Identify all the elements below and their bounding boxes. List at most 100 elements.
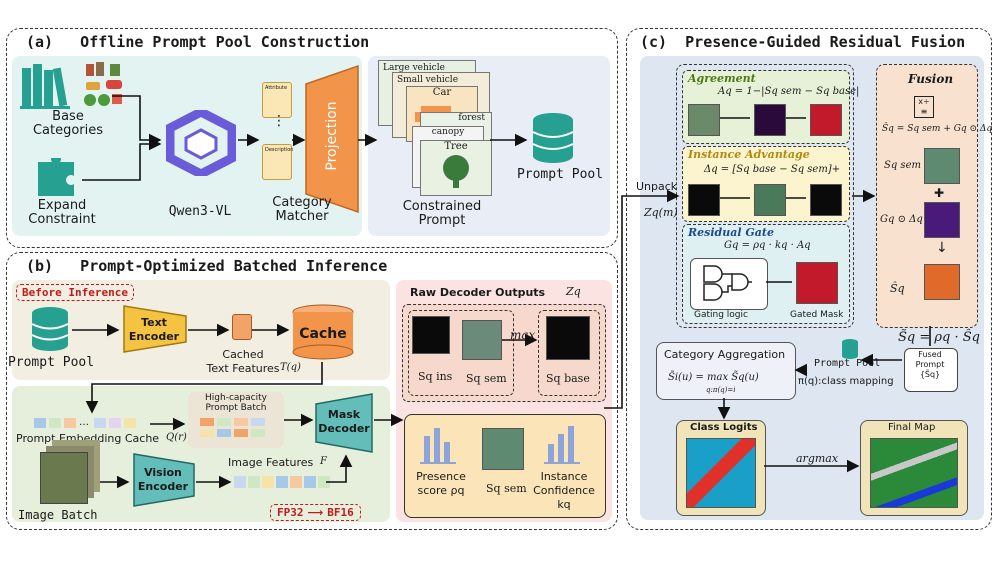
argmax-label: argmax [796, 452, 839, 465]
ssem-label: Sq sem [466, 372, 507, 385]
f-label: F [320, 456, 327, 467]
puzzle-icon [38, 158, 74, 196]
doc-attribute-label: Attribute [265, 85, 288, 91]
doc-description: Description [262, 144, 294, 180]
image-batch-label: Image Batch [18, 508, 98, 522]
projection-label: Projection [324, 101, 340, 171]
fused-prompt-box [904, 348, 958, 392]
text-encoder-label: Text Encoder [128, 316, 180, 343]
precision-arrow-icon: ⟶ [307, 506, 324, 519]
logic-gate-icon [703, 265, 752, 301]
doc-description-label: Description [265, 147, 294, 153]
prompt-pool-label-a: Prompt Pool [516, 167, 604, 182]
panel-b-title: (b) Prompt-Optimized Batched Inference [26, 257, 388, 275]
category-aggregation-box [656, 342, 796, 400]
database-icon [532, 113, 574, 163]
unpack-label: Unpack [636, 180, 678, 193]
fusion-shat-img [924, 264, 960, 300]
class-logits-title: Class Logits [690, 422, 758, 433]
presence-score-label: Presence score ρq [416, 470, 466, 497]
cache-cylinder [292, 304, 354, 360]
fused-prompt-label: Fused Prompt {S̃q} [915, 350, 945, 379]
image-batch-stack [40, 452, 88, 504]
gating-logic-box [690, 258, 768, 310]
expand-constraint-label: Expand Constraint [28, 198, 96, 227]
doc-ellipsis: ⋮ [272, 113, 286, 129]
prompt-card-text: Car [432, 87, 452, 98]
prompt-pool-label-b: Prompt Pool [7, 355, 95, 370]
prompt-pool-label-c: Prompt Pool [814, 358, 881, 369]
category-matcher-label: Category Matcher [272, 195, 332, 224]
instance-advantage-equation: Δq = [Sq base − Sq sem]+ [704, 164, 841, 175]
prompt-batch-grid [200, 418, 265, 437]
prompt-card-tree: Tree [420, 140, 492, 196]
bar-chart-icon [544, 426, 580, 464]
fusion-title: Fusion [908, 72, 954, 86]
raw-decoder-outputs-label: Raw Decoder Outputs [410, 286, 546, 299]
projection-block [305, 64, 359, 214]
ssem-label-2: Sq sem [486, 482, 527, 495]
max-label: max [510, 328, 536, 342]
text-encoder-block [123, 305, 187, 353]
fusion-ssem-label: Sq sem [884, 160, 921, 171]
instance-advantage-title: Instance Advantage [688, 148, 810, 161]
vision-encoder-block [133, 453, 195, 507]
sins-mask [412, 316, 450, 354]
fp32-label: FP32 [277, 506, 304, 519]
fusion-gdelta-img [924, 202, 960, 238]
gated-mask-label: Gated Mask [790, 310, 844, 320]
panel-a [6, 28, 618, 248]
agreement-title: Agreement [688, 72, 756, 85]
prompt-card-text: Small vehicle [397, 75, 459, 85]
panel-c-title: (c) Presence-Guided Residual Fusion [640, 33, 966, 51]
high-capacity-label: High-capacity Prompt Batch [205, 393, 267, 413]
sins-label: Sq ins [418, 370, 453, 383]
constrained-prompt-label: Constrained Prompt [402, 199, 482, 228]
cache-label: Cache [299, 326, 347, 342]
precision-tag: FP32 ⟶ BF16 [270, 504, 361, 521]
sins-group [408, 310, 514, 396]
zq-label: Zq [566, 285, 581, 298]
qr-label: Q(r) [166, 432, 187, 443]
sbase-mask [546, 316, 590, 360]
prompt-card-text: canopy [431, 127, 465, 137]
agreement-img-2 [754, 104, 786, 136]
tree-icon [443, 155, 469, 188]
doc-attribute: Attribute [262, 82, 292, 118]
agreement-img-1 [688, 104, 720, 136]
embedding-row: … [34, 418, 136, 428]
plus-icon: ✚ [934, 186, 945, 200]
category-icons [84, 62, 122, 106]
category-aggregation-title: Category Aggregation [664, 348, 786, 361]
fusion-ssem-img [924, 148, 960, 184]
books-icon [20, 64, 70, 109]
agreement-img-3 [810, 104, 842, 136]
instance-img-1 [688, 184, 720, 216]
qwen-label: Qwen3-VL [168, 204, 232, 219]
final-map-img [870, 438, 958, 508]
feature-tokens [234, 476, 330, 488]
vision-encoder-label: Vision Encoder [137, 466, 189, 493]
instance-img-3 [810, 184, 842, 216]
aggregation-equation: S̃i(u) = max S̃q(u) [668, 372, 759, 383]
down-arrow-icon: ↓ [936, 240, 948, 256]
database-icon [31, 307, 69, 351]
sbase-group [538, 310, 600, 396]
mask-decoder-label: Mask Decoder [318, 408, 370, 435]
residual-gate-equation: Gq = ρq · kq · Aq [724, 240, 811, 251]
instance-confidence-label: Instance Confidence kq [533, 470, 595, 511]
bf16-label: BF16 [327, 506, 354, 519]
sbase-label: Sq base [546, 372, 590, 385]
cached-feature-icon [232, 314, 252, 340]
mask-decoder-block [315, 393, 373, 453]
base-categories-label: Base Categories [32, 109, 104, 138]
final-equation: S̃q = ρq · Ŝq [898, 330, 980, 345]
instance-img-2 [754, 184, 786, 216]
calculator-icon: x÷≡ [914, 96, 934, 118]
ssem-image-2 [482, 428, 524, 470]
ssem-image [462, 320, 502, 360]
gated-mask-img [796, 262, 838, 304]
gating-logic-label: Gating logic [694, 310, 748, 320]
tq-label: T(q) [280, 362, 301, 373]
panel-a-title: (a) Offline Prompt Pool Construction [26, 33, 370, 51]
